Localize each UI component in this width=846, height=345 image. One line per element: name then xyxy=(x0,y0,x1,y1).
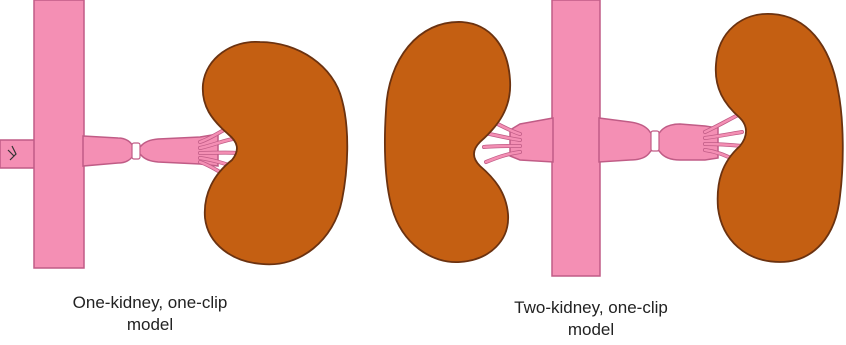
two-kidney-model-panel xyxy=(385,0,843,276)
one-kidney-one-clip-caption: One-kidney, one-clip model xyxy=(0,292,300,336)
caption-line: model xyxy=(0,314,300,336)
caption-line: model xyxy=(441,319,741,341)
aorta xyxy=(34,0,84,268)
clipped-kidney xyxy=(716,14,843,262)
two-kidney-one-clip-caption: Two-kidney, one-clip model xyxy=(441,297,741,341)
arterial-clip xyxy=(132,143,140,159)
caption-line: Two-kidney, one-clip xyxy=(441,297,741,319)
clipped-renal-artery xyxy=(83,134,218,166)
one-kidney-model-panel xyxy=(0,0,347,268)
caption-line: One-kidney, one-clip xyxy=(0,292,300,314)
contralateral-kidney xyxy=(385,22,510,262)
aorta xyxy=(552,0,600,276)
cut-renal-artery-stump xyxy=(0,140,36,168)
arterial-clip xyxy=(651,131,659,151)
